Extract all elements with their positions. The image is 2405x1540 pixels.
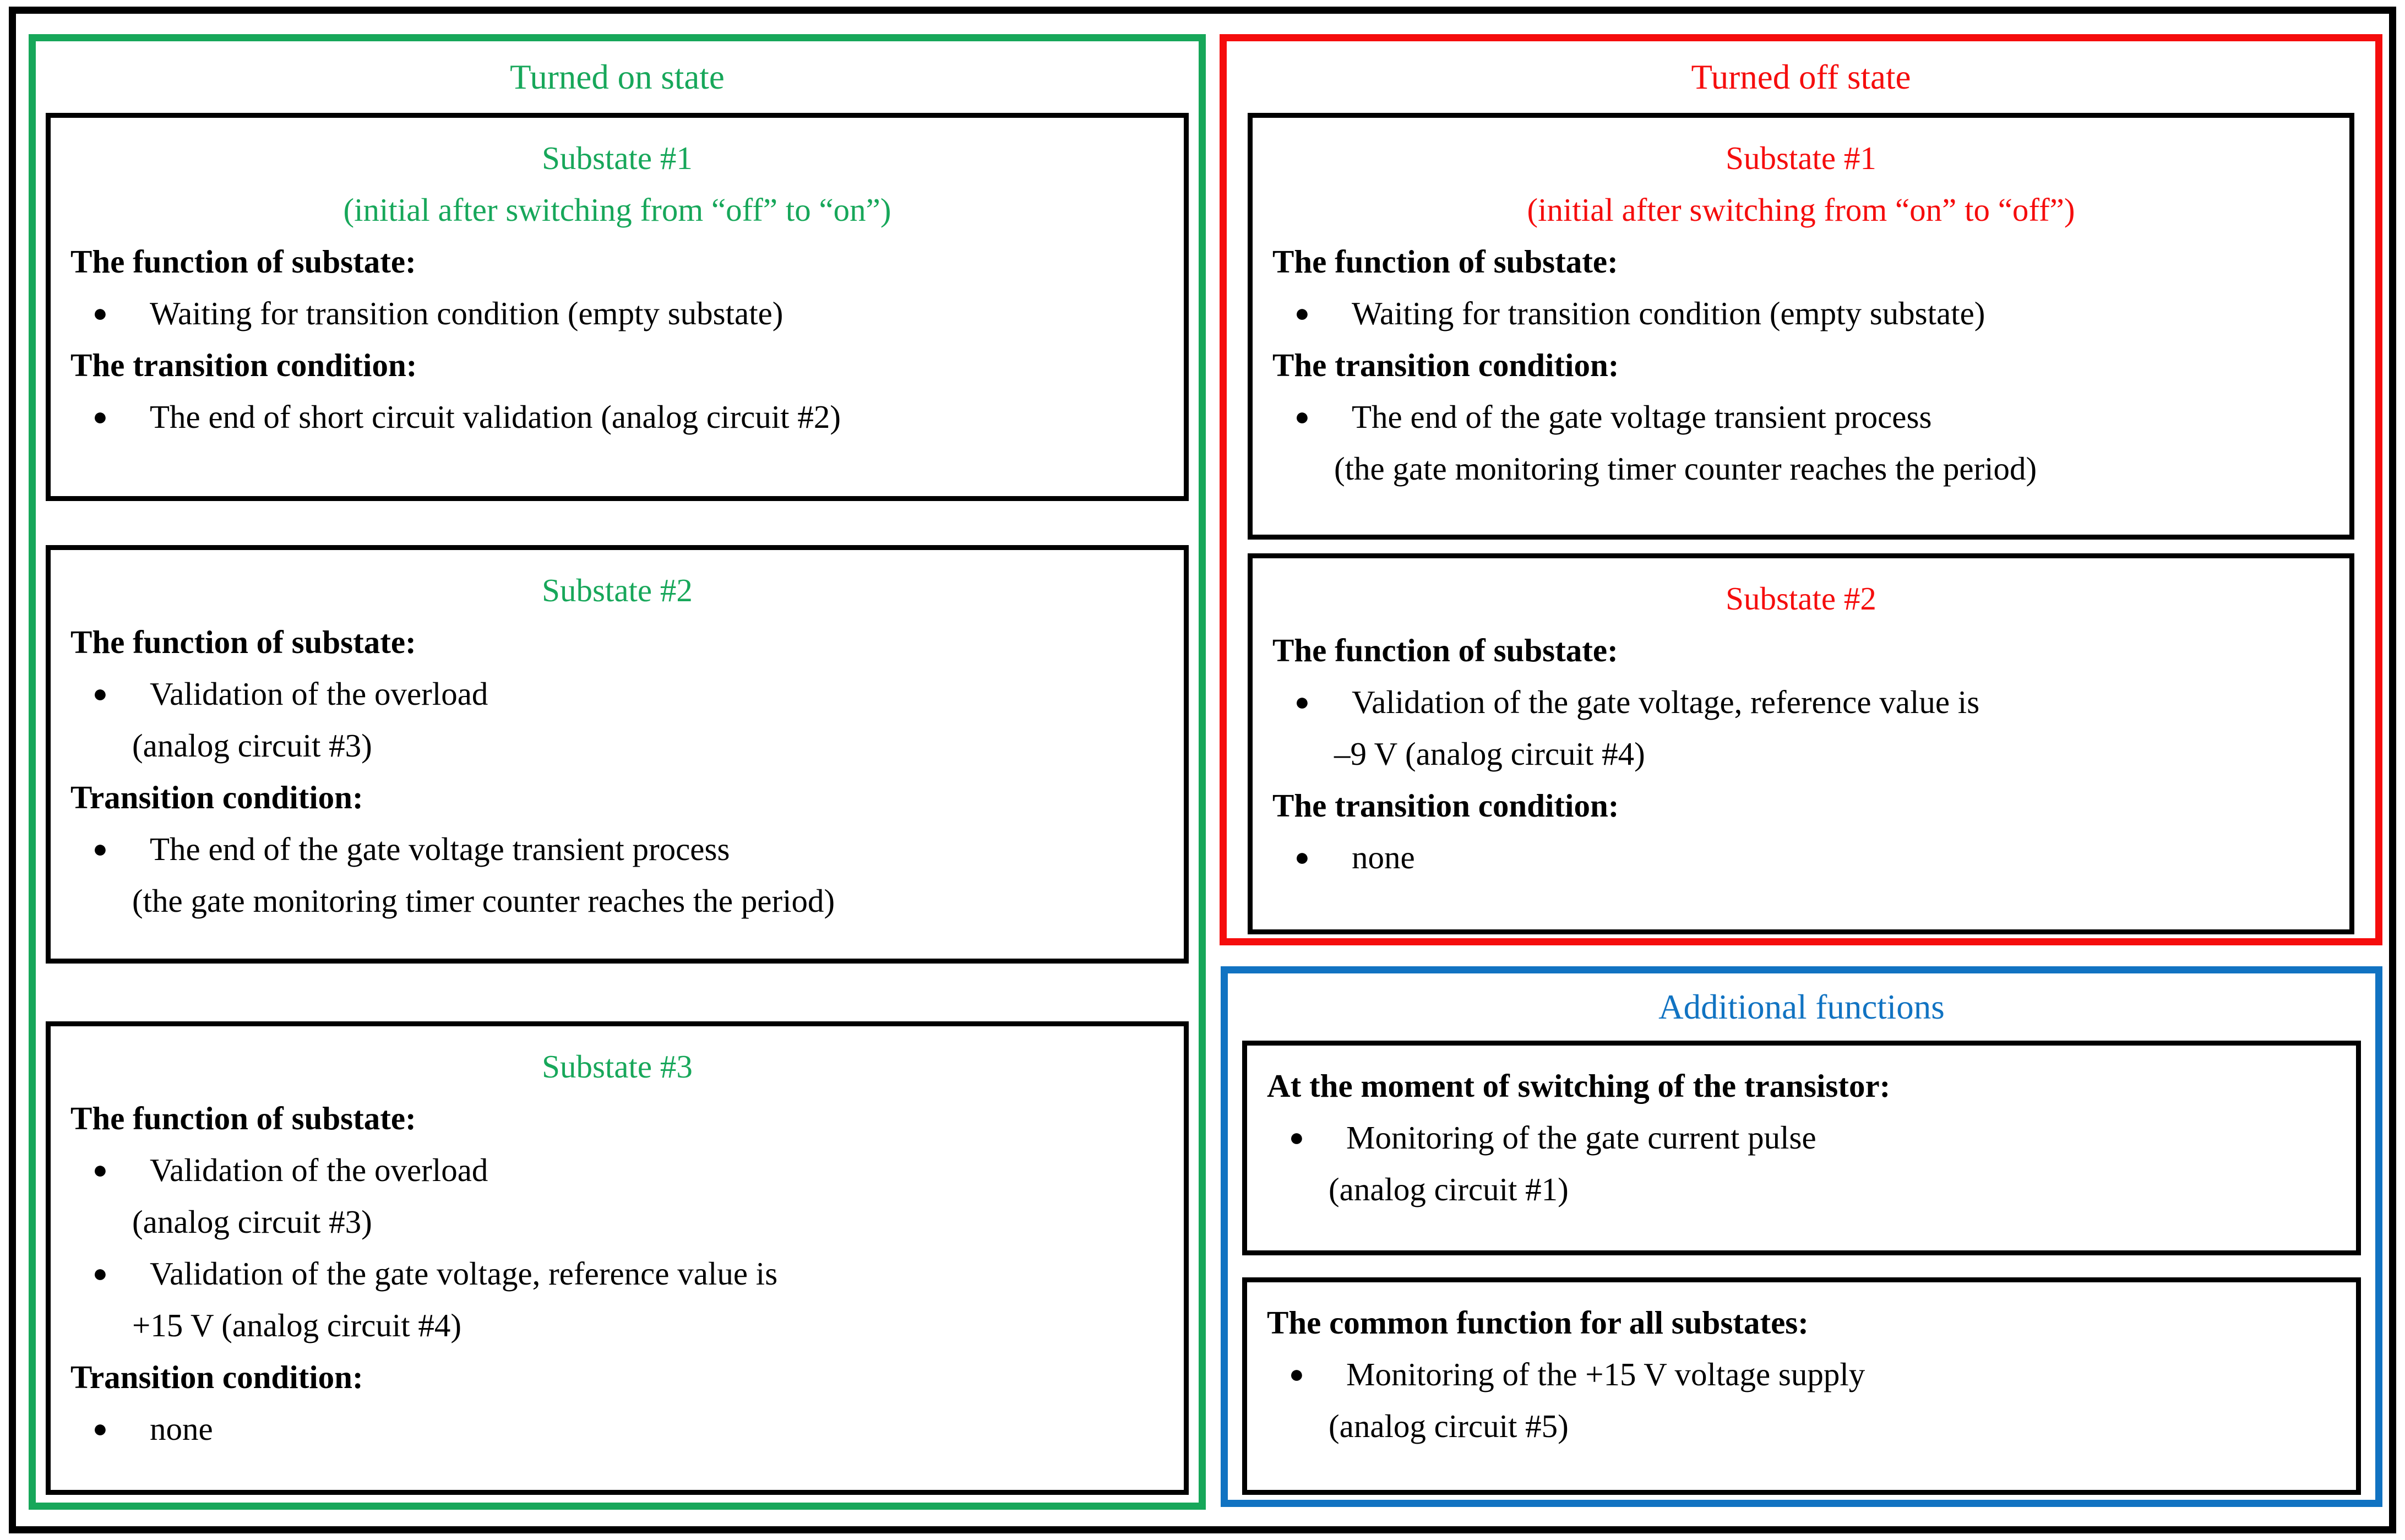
line-subtitle: (initial after switching from “off” to “…	[343, 192, 891, 228]
line-bullet: ● none	[67, 1403, 1167, 1455]
line-text: The end of the gate voltage transient pr…	[150, 831, 730, 867]
bullet-icon: ●	[92, 1259, 108, 1287]
line-header: The transition condition:	[1272, 787, 1619, 824]
line-bullet: ● The end of short circuit validation (an…	[67, 391, 1167, 443]
line-cont: (analog circuit #1)	[1329, 1171, 1569, 1207]
line-cont: (analog circuit #3)	[132, 1204, 372, 1240]
line-text: Validation of the gate voltage, referenc…	[1352, 684, 1980, 720]
turned-on-substate-1-box: Substate #1 (initial after switching from…	[46, 113, 1189, 501]
line-bullet: ● Waiting for transition condition (empty…	[67, 287, 1167, 339]
bullet-icon: ●	[1294, 402, 1310, 431]
line-bullet: ● Monitoring of the +15 V voltage supply	[1264, 1348, 2339, 1400]
line-header: The function of substate:	[70, 624, 416, 660]
line-text: Validation of the overload	[150, 676, 488, 712]
panel-turned-off-state: Turned off state Substate #1 (initial aft…	[1220, 34, 2382, 945]
bullet-icon: ●	[92, 679, 108, 708]
figure-outer-border	[9, 7, 2396, 1533]
bullet-icon: ●	[1289, 1360, 1304, 1388]
line-bullet: ● The end of the gate voltage transient p…	[67, 823, 1167, 875]
line-title: Substate #2	[542, 572, 693, 608]
line-text: The end of short circuit validation (ana…	[150, 399, 841, 435]
bullet-icon: ●	[92, 835, 108, 863]
additional-function-switching-box: At the moment of switching of the transi…	[1242, 1041, 2361, 1255]
line-header: Transition condition:	[70, 779, 363, 815]
line-bullet: ● Waiting for transition condition (empty…	[1269, 287, 2333, 339]
line-subtitle: (initial after switching from “on” to “o…	[1527, 192, 2075, 228]
line-title: Substate #1	[542, 140, 693, 176]
bullet-icon: ●	[1289, 1123, 1304, 1151]
line-cont: (analog circuit #5)	[1329, 1408, 1569, 1444]
line-text: The end of the gate voltage transient pr…	[1352, 399, 1932, 435]
line-text: none	[1352, 839, 1415, 875]
line-text: Validation of the gate voltage, referenc…	[150, 1255, 778, 1292]
bullet-icon: ●	[92, 1156, 108, 1184]
panel-turned-on-state: Turned on state Substate #1 (initial afte…	[29, 34, 1206, 1510]
additional-function-common-box: The common function for all substates: ● M…	[1242, 1277, 2361, 1495]
line-header: The transition condition:	[70, 347, 417, 383]
line-cont: (the gate monitoring timer counter reach…	[132, 883, 835, 919]
turned-on-substate-3-box: Substate #3 The function of substate: ● Val…	[46, 1021, 1189, 1495]
turned-on-state-title: Turned on state	[510, 57, 725, 96]
line-text: Waiting for transition condition (empty …	[1352, 295, 1985, 331]
line-text: Monitoring of the +15 V voltage supply	[1346, 1356, 1865, 1392]
bullet-icon: ●	[92, 402, 108, 431]
line-cont: –9 V (analog circuit #4)	[1334, 736, 1645, 772]
line-header: The function of substate:	[1272, 632, 1618, 668]
bullet-icon: ●	[1294, 299, 1310, 327]
line-header: Transition condition:	[70, 1359, 363, 1395]
line-title: Substate #2	[1726, 580, 1876, 617]
bullet-icon: ●	[92, 299, 108, 327]
line-bullet: ● Validation of the overload	[67, 668, 1167, 720]
turned-off-substate-2-box: Substate #2 The function of substate: ● Val…	[1248, 553, 2354, 934]
line-bullet: ● Monitoring of the gate current pulse	[1264, 1112, 2339, 1163]
turned-off-substate-1-box: Substate #1 (initial after switching from…	[1248, 113, 2354, 540]
line-text: none	[150, 1411, 213, 1447]
line-header: The common function for all substates:	[1267, 1304, 1809, 1341]
line-title: Substate #3	[542, 1048, 693, 1085]
line-header: The function of substate:	[70, 243, 416, 280]
turned-off-state-title: Turned off state	[1691, 57, 1911, 96]
line-bullet: ● none	[1269, 831, 2333, 883]
bullet-icon: ●	[1294, 843, 1310, 871]
turned-on-substate-2-box: Substate #2 The function of substate: ● Val…	[46, 545, 1189, 964]
line-bullet: ● Validation of the gate voltage, referen…	[67, 1248, 1167, 1299]
line-cont: (the gate monitoring timer counter reach…	[1334, 450, 2037, 487]
line-header: At the moment of switching of the transi…	[1267, 1068, 1891, 1104]
line-title: Substate #1	[1726, 140, 1876, 176]
line-header: The function of substate:	[70, 1100, 416, 1136]
line-text: Monitoring of the gate current pulse	[1346, 1119, 1816, 1156]
line-header: The transition condition:	[1272, 347, 1619, 383]
bullet-icon: ●	[1294, 688, 1310, 716]
line-text: Validation of the overload	[150, 1152, 488, 1188]
line-header: The function of substate:	[1272, 243, 1618, 280]
line-cont: (analog circuit #3)	[132, 727, 372, 764]
line-bullet: ● Validation of the gate voltage, referen…	[1269, 676, 2333, 728]
bullet-icon: ●	[92, 1414, 108, 1443]
line-text: Waiting for transition condition (empty …	[150, 295, 783, 331]
line-bullet: ● The end of the gate voltage transient p…	[1269, 391, 2333, 443]
line-cont: +15 V (analog circuit #4)	[132, 1307, 462, 1343]
line-bullet: ● Validation of the overload	[67, 1144, 1167, 1196]
panel-additional-functions: Additional functions At the moment of sw…	[1221, 966, 2382, 1507]
additional-functions-title: Additional functions	[1658, 987, 1945, 1026]
